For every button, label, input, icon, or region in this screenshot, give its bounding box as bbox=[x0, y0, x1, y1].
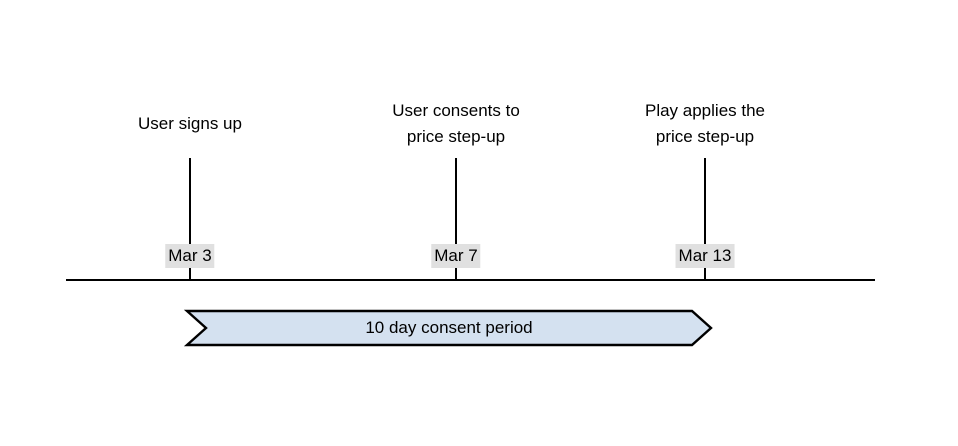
timeline-axis bbox=[66, 279, 875, 281]
event-date-consent: Mar 7 bbox=[431, 244, 481, 268]
arrow-polygon bbox=[183, 309, 713, 347]
event-label-apply-line1: Play applies the bbox=[644, 101, 766, 120]
event-label-apply-line2: price step-up bbox=[655, 127, 755, 146]
event-tick-apply bbox=[704, 158, 706, 280]
event-label-consent: User consents to price step-up bbox=[392, 98, 520, 150]
event-tick-signup bbox=[189, 158, 191, 280]
event-label-consent-line1: User consents to bbox=[392, 101, 520, 120]
consent-period-arrow-shape bbox=[183, 309, 713, 347]
event-tick-consent bbox=[455, 158, 457, 280]
event-label-consent-line2: price step-up bbox=[406, 127, 506, 146]
event-label-signup: User signs up bbox=[138, 114, 242, 133]
event-label-apply: Play applies the price step-up bbox=[645, 98, 765, 150]
event-date-apply: Mar 13 bbox=[675, 244, 735, 268]
consent-period-banner: 10 day consent period bbox=[183, 309, 713, 347]
event-date-signup: Mar 3 bbox=[165, 244, 215, 268]
